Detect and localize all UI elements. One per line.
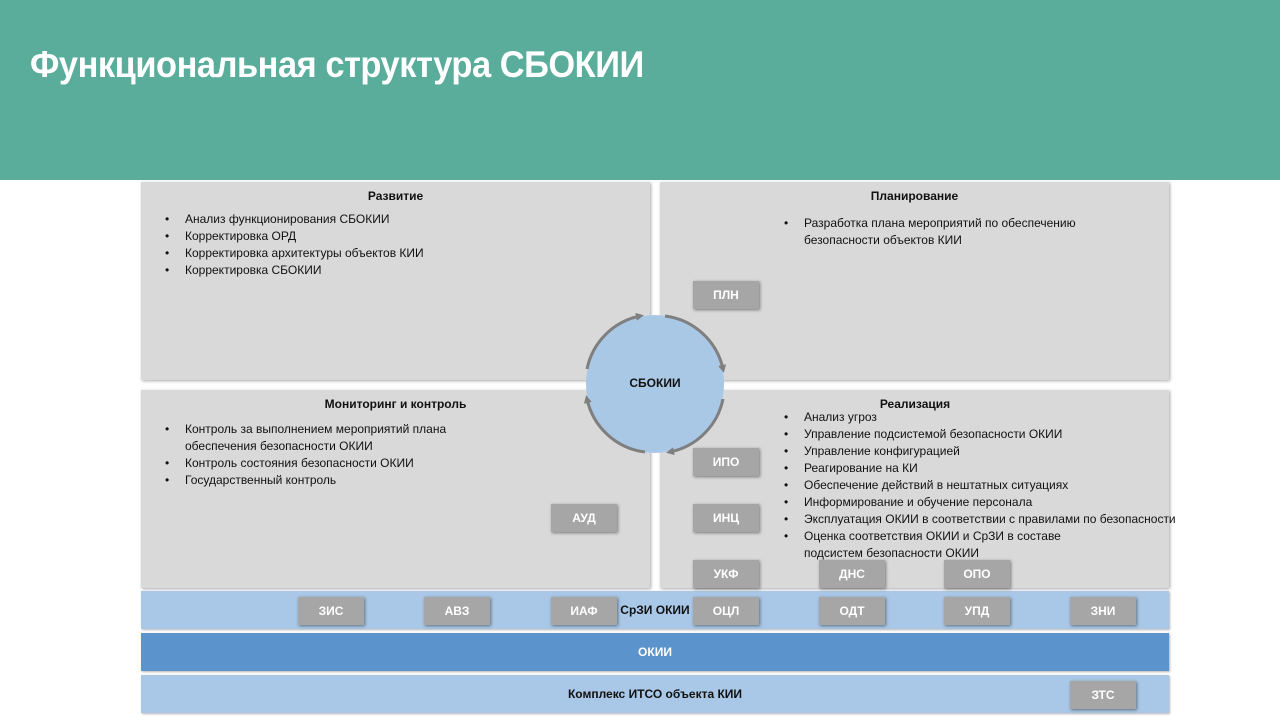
list-item: Государственный контроль xyxy=(165,472,455,489)
monitoring-list: Контроль за выполнением мероприятий план… xyxy=(163,421,455,489)
tag-ipo: ИПО xyxy=(693,448,759,476)
cycle-arrow-plan-to-real xyxy=(664,314,726,373)
tag-dns: ДНС xyxy=(819,560,885,588)
list-item: Управление конфигурацией xyxy=(784,443,1194,460)
list-item: Анализ угроз xyxy=(784,409,1194,426)
tag-avz: АВЗ xyxy=(424,597,490,625)
tag-iaf: ИАФ xyxy=(551,597,617,625)
list-item: Корректировка ОРД xyxy=(165,228,424,245)
tag-zni: ЗНИ xyxy=(1070,597,1136,625)
list-item: Эксплуатация ОКИИ в соответствии с прави… xyxy=(784,511,1194,528)
quadrant-monitoring-title: Мониторинг и контроль xyxy=(324,397,467,411)
list-item: Корректировка СБОКИИ xyxy=(165,262,424,279)
development-list: Анализ функционирования СБОКИИ Корректир… xyxy=(163,211,424,279)
quadrant-realization: Реализация Анализ угроз Управление подси… xyxy=(660,390,1176,588)
header-banner xyxy=(0,0,1280,180)
quadrant-monitoring: Мониторинг и контроль Контроль за выполн… xyxy=(141,390,650,588)
cycle-arrow-real-to-mon xyxy=(666,398,725,455)
list-item: Разработка плана мероприятий по обеспече… xyxy=(784,215,1134,249)
tag-inc: ИНЦ xyxy=(693,504,759,532)
list-item: Реагирование на КИ xyxy=(784,460,1194,477)
tag-upd: УПД xyxy=(944,597,1010,625)
list-item: Контроль за выполнением мероприятий план… xyxy=(165,421,455,455)
list-item: Управление подсистемой безопасности ОКИИ xyxy=(784,426,1194,443)
band-itso-label: Комплекс ИТСО объекта КИИ xyxy=(567,687,743,701)
list-item: Корректировка архитектуры объектов КИИ xyxy=(165,245,424,262)
tag-ocl: ОЦЛ xyxy=(693,597,759,625)
cycle-center-label: СБОКИИ xyxy=(629,376,681,390)
list-item: Обеспечение действий в нештатных ситуаци… xyxy=(784,477,1194,494)
tag-ukf: УКФ xyxy=(693,560,759,588)
band-szi-label: СрЗИ ОКИИ xyxy=(620,603,690,617)
cycle-diagram xyxy=(584,313,726,455)
tag-aud: АУД xyxy=(551,504,617,532)
planning-list: Разработка плана мероприятий по обеспече… xyxy=(782,215,1134,249)
list-item: Анализ функционирования СБОКИИ xyxy=(165,211,424,228)
page-title: Функциональная структура СБОКИИ xyxy=(30,44,644,85)
tag-pln: ПЛН xyxy=(693,281,759,309)
band-itso xyxy=(141,675,1169,713)
tag-zis: ЗИС xyxy=(298,597,364,625)
realization-list: Анализ угроз Управление подсистемой безо… xyxy=(782,409,1194,562)
quadrant-realization-title: Реализация xyxy=(879,397,951,411)
tag-odt: ОДТ xyxy=(819,597,885,625)
list-item: Оценка соответствия ОКИИ и СрЗИ в состав… xyxy=(784,528,1094,562)
tag-zts: ЗТС xyxy=(1070,681,1136,709)
list-item: Контроль состояния безопасности ОКИИ xyxy=(165,455,455,472)
quadrant-development-title: Развитие xyxy=(367,189,424,203)
tag-opo: ОПО xyxy=(944,560,1010,588)
cycle-arrow-dev-to-plan xyxy=(585,313,644,370)
quadrant-planning-title: Планирование xyxy=(870,189,959,203)
cycle-arrow-mon-to-dev xyxy=(584,395,646,454)
cycle-circle xyxy=(586,315,724,453)
list-item: Информирование и обучение персонала xyxy=(784,494,1194,511)
band-okii-label: ОКИИ xyxy=(638,645,672,659)
quadrant-development: Развитие Анализ функционирования СБОКИИ … xyxy=(141,182,650,380)
band-okii xyxy=(141,633,1169,671)
